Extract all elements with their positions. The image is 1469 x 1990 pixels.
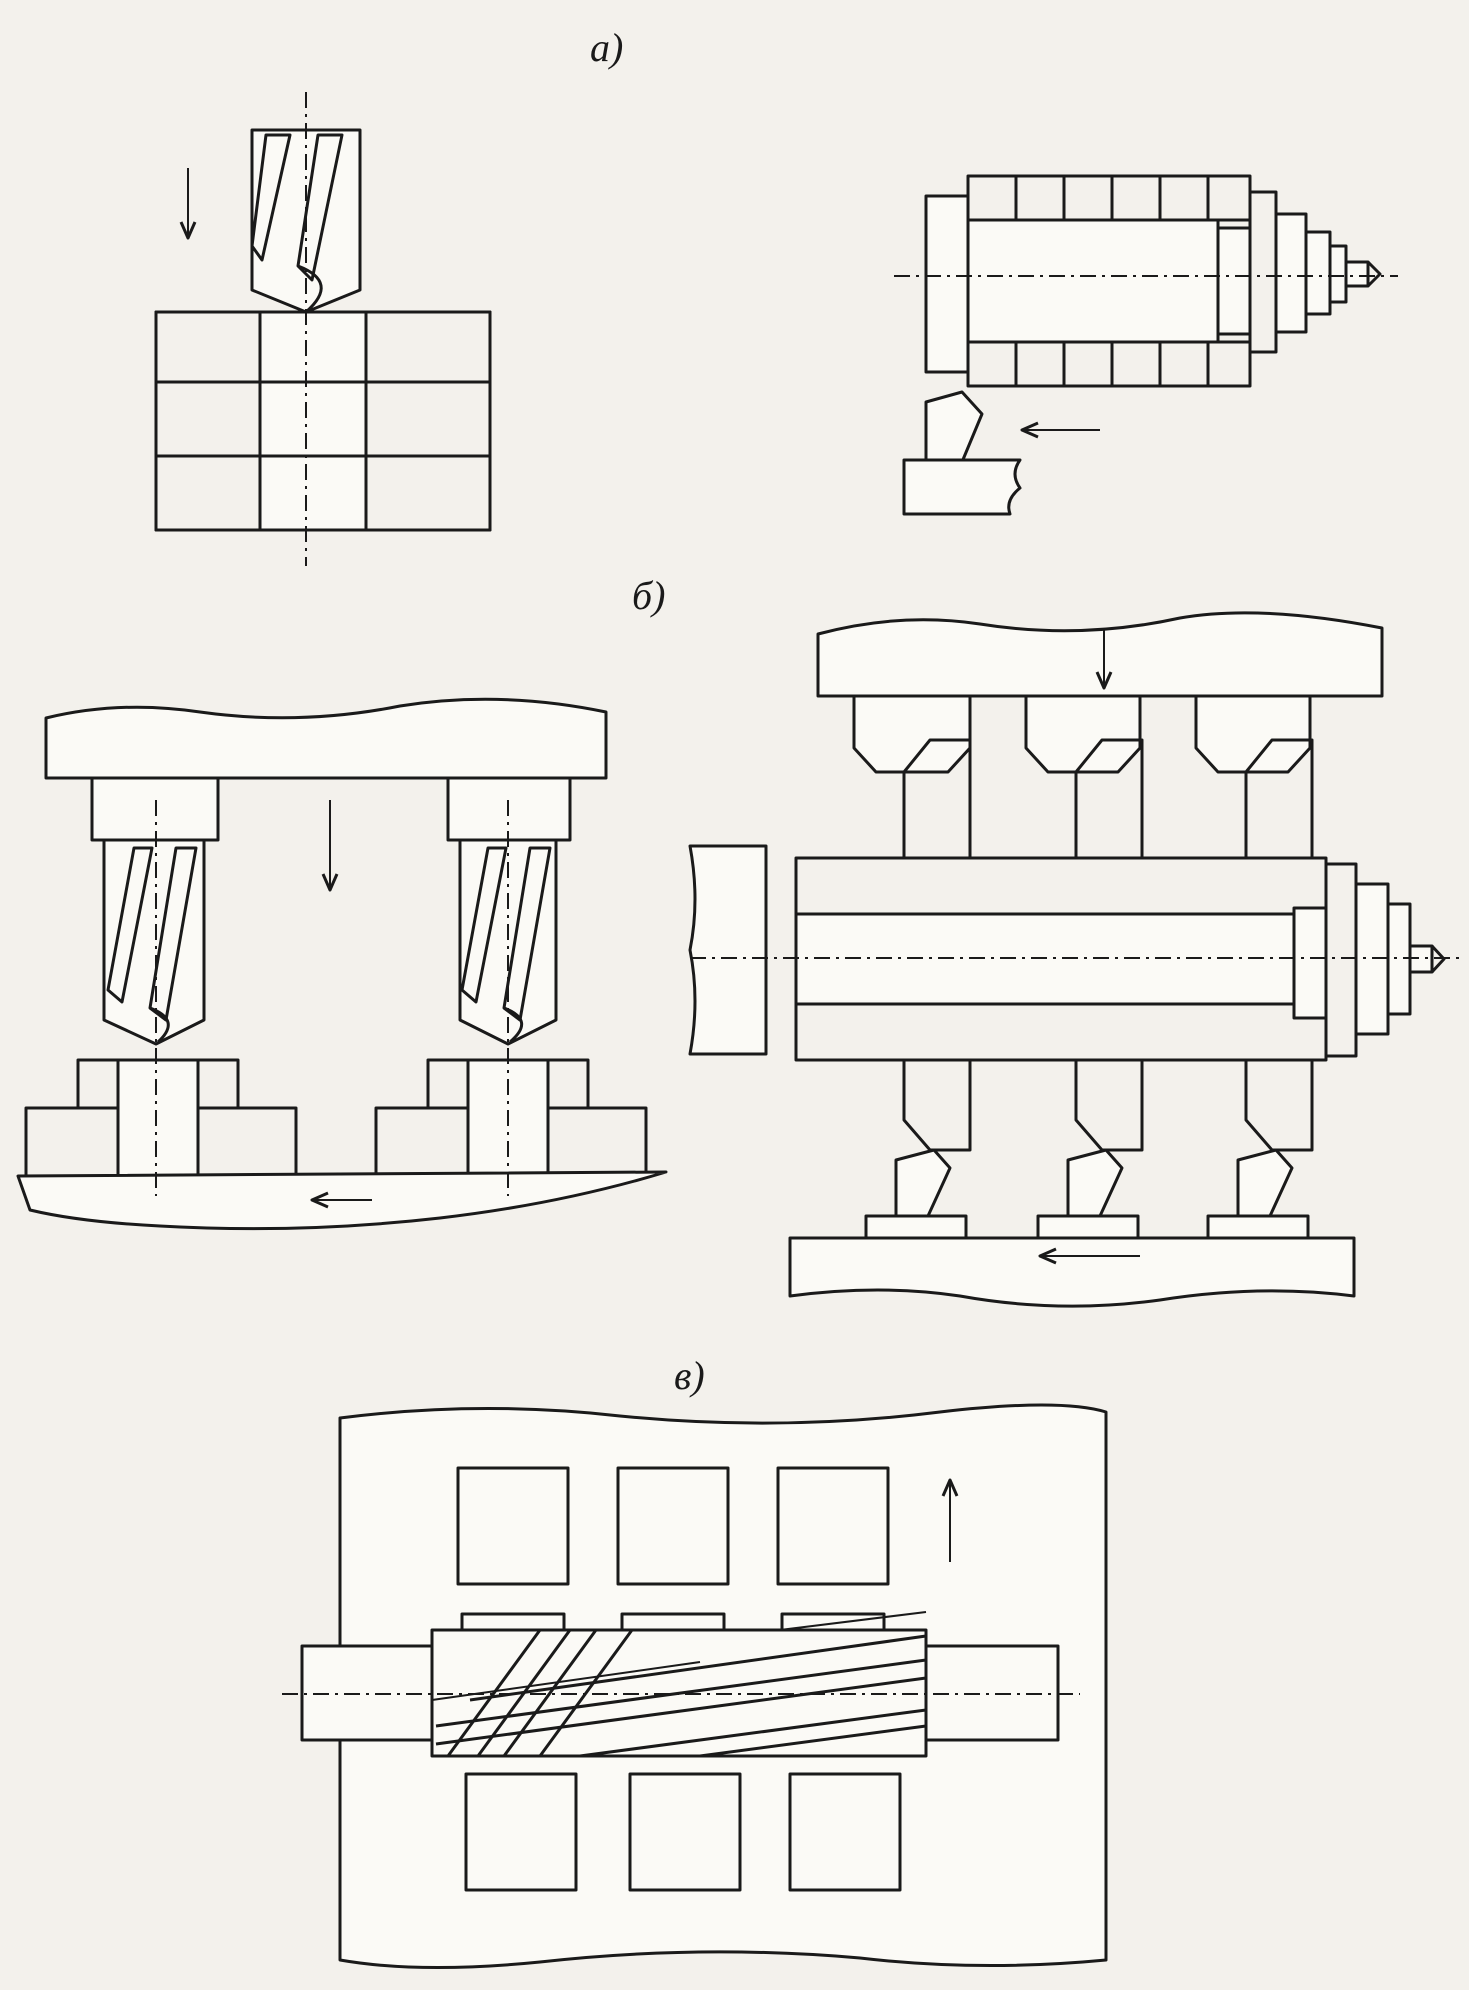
figure-b-multi-drill	[16, 697, 668, 1231]
figure-a-drilling	[154, 92, 492, 566]
figure-c-milling	[282, 1403, 1108, 1970]
label-c: в)	[674, 1353, 705, 1398]
figure-b-gang-turning	[688, 611, 1460, 1308]
label-a: а)	[590, 25, 624, 70]
label-b: б)	[632, 573, 666, 618]
figure-a-turning	[894, 174, 1398, 516]
